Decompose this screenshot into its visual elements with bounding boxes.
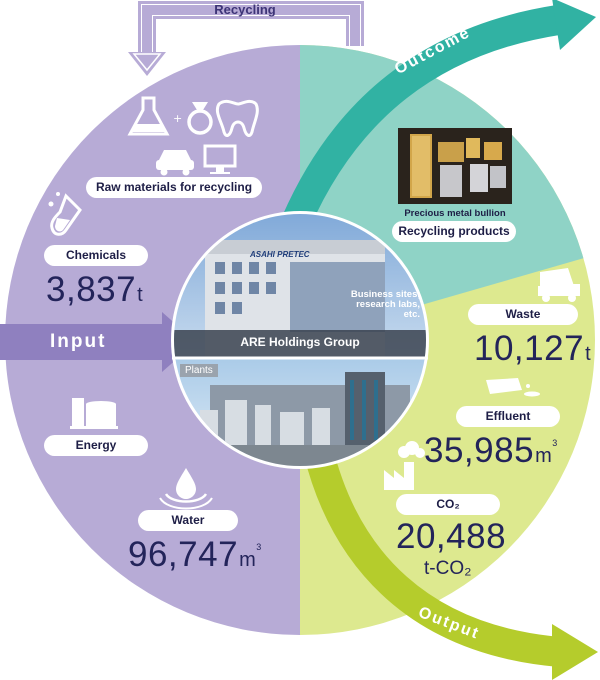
truck-icon — [538, 268, 580, 302]
plants-label: Plants — [180, 364, 218, 377]
energy-label: Energy — [44, 435, 148, 456]
water-drop-icon — [159, 468, 213, 510]
effluent-unit: m — [535, 445, 553, 467]
chemicals-value: 3,837t — [46, 270, 143, 310]
waste-label: Waste — [468, 304, 578, 325]
chemicals-unit: t — [137, 284, 144, 306]
factory-co2-icon — [384, 441, 425, 490]
flask-icon — [127, 96, 170, 136]
water-unit: m — [239, 549, 257, 571]
monitor-icon — [203, 144, 237, 174]
effluent-value: 35,985m3 — [424, 431, 558, 471]
recycling-loop-arrow — [128, 1, 364, 76]
bullion-caption: Precious metal bullion — [404, 208, 506, 219]
bullion-photo — [398, 128, 512, 204]
building-sign: ASAHI PRETEC — [250, 250, 310, 259]
svg-text:+: + — [173, 112, 182, 125]
output-arrow — [303, 446, 598, 680]
ring-icon — [187, 102, 213, 135]
water-unit-sup: 3 — [256, 542, 262, 552]
car-icon — [156, 150, 194, 176]
effluent-unit-sup: 3 — [552, 438, 558, 448]
tanks-icon — [70, 398, 118, 429]
test-tube-icon — [48, 192, 82, 236]
effluent-number: 35,985 — [424, 431, 535, 470]
center-company-label: ARE Holdings Group — [240, 335, 360, 349]
input-label: Input — [50, 331, 107, 352]
water-value: 96,747m3 — [128, 535, 262, 575]
chemicals-label: Chemicals — [44, 245, 148, 266]
waste-unit: t — [585, 343, 592, 365]
recycling-products-label: Recycling products — [392, 221, 516, 242]
raw-materials-label: Raw materials for recycling — [86, 177, 262, 198]
raw-material-icons: + — [127, 96, 259, 176]
effluent-icon — [486, 378, 540, 397]
co2-label: CO₂ — [396, 494, 500, 515]
co2-unit: t-CO₂ — [424, 558, 472, 579]
water-number: 96,747 — [128, 535, 239, 574]
recycling-label: Recycling — [214, 2, 276, 17]
chemicals-number: 3,837 — [46, 270, 137, 309]
water-label: Water — [138, 510, 238, 531]
effluent-label: Effluent — [456, 406, 560, 427]
tooth-icon — [215, 99, 259, 137]
waste-value: 10,127t — [474, 329, 591, 369]
business-sites-label: Business sites, research labs, etc. — [350, 289, 420, 320]
outcome-arrow — [282, 0, 596, 229]
waste-number: 10,127 — [474, 329, 585, 368]
co2-value: 20,488 — [396, 517, 507, 556]
